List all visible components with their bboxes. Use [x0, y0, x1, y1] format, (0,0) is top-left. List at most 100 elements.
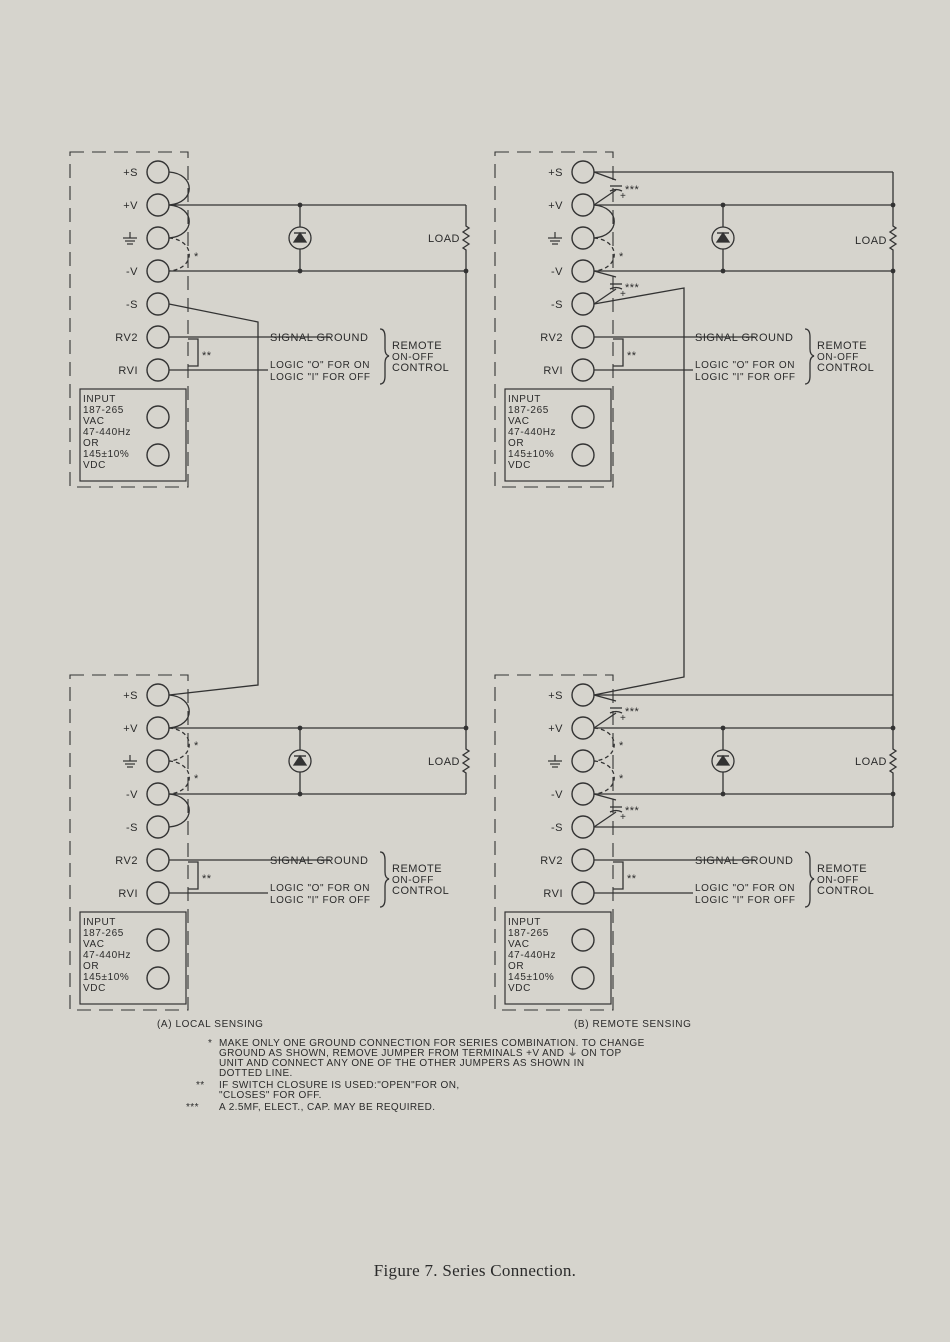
logic-on-label: LOGIC "O" FOR ON [695, 883, 795, 894]
terminal-label-rv1: RVI [118, 888, 138, 900]
terminal-minus-s [146, 815, 170, 839]
ground-terminal-icon [123, 755, 137, 768]
note-line: DOTTED LINE. [219, 1068, 293, 1079]
power-supply-unit-b-bottom: +S+V-V-SRV2RVIINPUT187-265VAC47-440HzOR1… [494, 674, 614, 1011]
switch-bracket [188, 338, 199, 367]
series-link-wire [168, 303, 259, 696]
control-label: CONTROL [392, 362, 449, 374]
load-label: LOAD [855, 756, 887, 768]
terminal-label-rv2: RV2 [540, 855, 563, 867]
switch-bracket [613, 861, 624, 890]
terminal-rv1 [146, 881, 170, 905]
input-spec-line: 47-440Hz [83, 427, 131, 438]
jumper-s-v [168, 694, 190, 729]
asterisk-mark: * [619, 251, 624, 263]
input-terminal-2 [571, 966, 595, 990]
terminal-label-plus-v: +V [123, 723, 138, 735]
input-spec-line: 187-265 [83, 928, 124, 939]
wiring [168, 171, 898, 908]
terminal-ground [146, 226, 170, 250]
terminal-rv2 [146, 325, 170, 349]
capacitor-icon [609, 185, 623, 192]
cap-lead [593, 288, 617, 305]
power-supply-units: +S+V-V-SRV2RVIINPUT187-265VAC47-440HzOR1… [69, 151, 614, 1011]
input-spec-line: 47-440Hz [508, 427, 556, 438]
terminal-label-plus-s: +S [123, 167, 138, 179]
double-asterisk-mark: ** [202, 873, 212, 885]
input-terminal-1 [146, 405, 170, 429]
logic-off-label: LOGIC "I" FOR OFF [270, 895, 371, 906]
ground-terminal-icon [123, 232, 137, 245]
input-spec-line: VDC [83, 460, 106, 471]
input-terminal-1 [571, 405, 595, 429]
series-link-wire [593, 287, 685, 696]
terminal-label-minus-v: -V [551, 789, 563, 801]
jumper-ground-minus [593, 237, 615, 272]
remote-brace [804, 851, 815, 908]
on-off-label: ON-OFF [392, 352, 434, 363]
terminal-label-rv2: RV2 [540, 332, 563, 344]
input-block-frame [79, 388, 187, 482]
triple-asterisk-mark: *** [625, 184, 640, 196]
input-spec-line: INPUT [83, 394, 116, 405]
terminal-label-plus-v: +V [548, 200, 563, 212]
load-resistor-icon [461, 728, 471, 794]
terminal-ground [571, 749, 595, 773]
terminal-label-minus-v: -V [126, 266, 138, 278]
diode-icon [711, 226, 735, 250]
load-resistor-icon [461, 205, 471, 271]
jumper-minus-s [168, 793, 190, 828]
asterisk-mark: * [619, 740, 624, 752]
signal-ground-label: SIGNAL GROUND [270, 855, 368, 867]
power-supply-unit-a-top: +S+V-V-SRV2RVIINPUT187-265VAC47-440HzOR1… [69, 151, 189, 488]
input-spec-line: 187-265 [508, 405, 549, 416]
series-connection-diagram: +S+V-V-SRV2RVIINPUT187-265VAC47-440HzOR1… [69, 151, 898, 1113]
capacitor-icon [609, 283, 623, 290]
triple-asterisk-mark: *** [625, 706, 640, 718]
triple-asterisk-mark: *** [625, 282, 640, 294]
cap-lead [593, 189, 617, 206]
cap-lead [593, 793, 617, 801]
input-block-frame [79, 911, 187, 1005]
terminal-minus-s [571, 815, 595, 839]
terminal-plus-v [146, 193, 170, 217]
panel-b-label: (B) REMOTE SENSING [574, 1019, 691, 1030]
asterisk-mark: * [194, 773, 199, 785]
terminal-rv1 [146, 358, 170, 382]
note-line: "CLOSES" FOR OFF. [219, 1090, 322, 1101]
terminal-label-plus-v: +V [548, 723, 563, 735]
terminal-label-rv1: RVI [543, 888, 563, 900]
input-spec-line: OR [83, 438, 99, 449]
jumper-ground-minus [168, 237, 190, 272]
input-spec-line: 187-265 [83, 405, 124, 416]
signal-ground-label: SIGNAL GROUND [270, 332, 368, 344]
input-spec-line: INPUT [508, 917, 541, 928]
terminal-label-plus-s: +S [548, 167, 563, 179]
power-supply-unit-a-bottom: +S+V-V-SRV2RVIINPUT187-265VAC47-440HzOR1… [69, 674, 189, 1011]
asterisk-mark: * [619, 773, 624, 785]
terminal-label-minus-v: -V [551, 266, 563, 278]
terminal-label-plus-s: +S [548, 690, 563, 702]
input-spec-line: VAC [83, 939, 105, 950]
control-label: CONTROL [817, 362, 874, 374]
cap-lead [593, 270, 617, 278]
terminal-plus-s [146, 160, 170, 184]
logic-on-label: LOGIC "O" FOR ON [270, 360, 370, 371]
terminal-label-rv1: RVI [118, 365, 138, 377]
cap-lead [593, 171, 617, 181]
note-mark: ** [196, 1080, 205, 1091]
input-block-frame [504, 911, 612, 1005]
terminal-label-minus-s: -S [551, 299, 563, 311]
terminal-plus-v [571, 716, 595, 740]
power-supply-unit-b-top: +S+V-V-SRV2RVIINPUT187-265VAC47-440HzOR1… [494, 151, 614, 488]
jumper-s-v [168, 171, 190, 206]
input-spec-line: 145±10% [83, 972, 129, 983]
input-spec-line: 187-265 [508, 928, 549, 939]
input-spec-line: VAC [508, 416, 530, 427]
input-spec-line: 47-440Hz [508, 950, 556, 961]
terminal-ground [146, 749, 170, 773]
diode-icon [288, 226, 312, 250]
switch-bracket [188, 861, 199, 890]
